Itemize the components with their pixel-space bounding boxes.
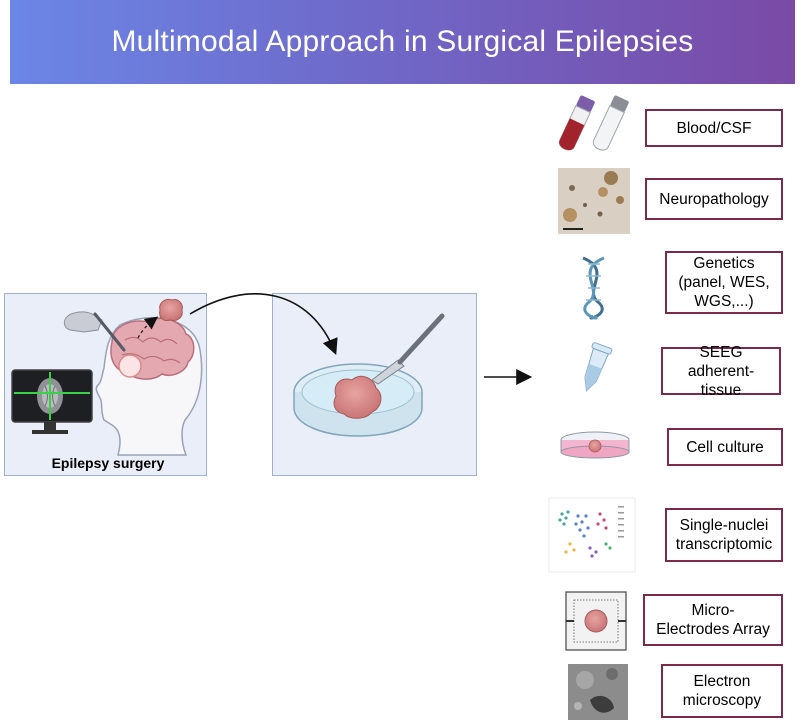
page-title: Multimodal Approach in Surgical Epilepsi… bbox=[111, 25, 694, 58]
mea-chip-icon bbox=[565, 591, 627, 651]
modality-text: Blood/CSF bbox=[676, 119, 752, 137]
petri-dish-illustration bbox=[293, 313, 445, 437]
modality-text: Genetics (panel, WES, WGS,...) bbox=[678, 255, 770, 310]
surgical-instrument bbox=[93, 312, 126, 352]
em-image-icon bbox=[568, 664, 628, 720]
eppendorf-tube-icon bbox=[584, 342, 613, 392]
modality-label-mea: Micro- Electrodes Array bbox=[643, 594, 783, 646]
modality-text: Cell culture bbox=[686, 438, 764, 456]
tissue-sample bbox=[333, 375, 382, 419]
blood-csf-tubes-icon bbox=[558, 95, 629, 151]
histology-slide-icon bbox=[558, 168, 630, 234]
hand-icon bbox=[63, 311, 103, 333]
flow-arrow-curved bbox=[189, 293, 338, 355]
modality-label-neuropathology: Neuropathology bbox=[645, 178, 783, 220]
modality-label-electron-microscopy: Electron microscopy bbox=[661, 664, 783, 718]
umap-scatter-icon bbox=[548, 497, 636, 573]
modality-label-seeg: SEEG adherent- tissue bbox=[661, 344, 781, 399]
modality-label-single-nuclei: Single-nuclei transcriptomic bbox=[665, 508, 783, 562]
tissue-sample-small bbox=[159, 299, 183, 321]
modality-label-blood-csf: Blood/CSF bbox=[645, 109, 783, 147]
title-banner: Multimodal Approach in Surgical Epilepsi… bbox=[10, 0, 795, 84]
modality-label-cell-culture: Cell culture bbox=[667, 428, 783, 466]
resection-site bbox=[118, 354, 142, 378]
petri-dish-icon bbox=[560, 431, 630, 459]
modality-text: Electron microscopy bbox=[682, 673, 762, 709]
modality-label-genetics: Genetics (panel, WES, WGS,...) bbox=[665, 251, 783, 314]
surgery-caption: Epilepsy surgery bbox=[51, 455, 165, 471]
surgery-illustration bbox=[11, 299, 203, 456]
dna-helix-icon bbox=[582, 256, 605, 320]
modality-text: Neuropathology bbox=[659, 190, 769, 208]
modality-text: SEEG adherent- tissue bbox=[687, 343, 755, 399]
mri-monitor-icon bbox=[11, 369, 93, 434]
modality-text: Micro- Electrodes Array bbox=[656, 602, 770, 638]
modality-text: Single-nuclei transcriptomic bbox=[675, 517, 773, 553]
scalpel-icon bbox=[371, 313, 445, 385]
